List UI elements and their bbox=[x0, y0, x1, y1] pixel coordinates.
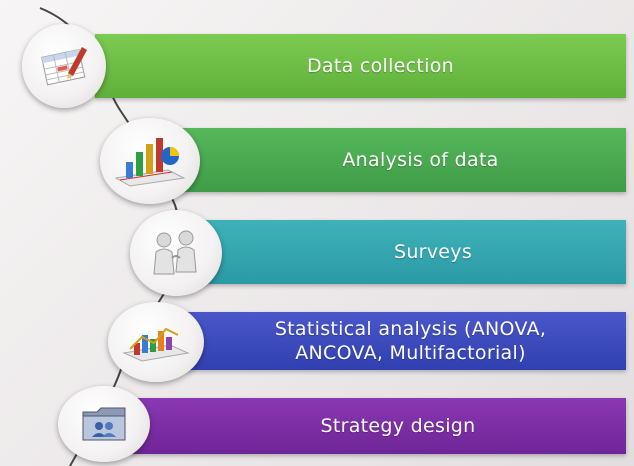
step-circle-statistical-analysis bbox=[108, 302, 204, 382]
step-bar-surveys: Surveys bbox=[200, 220, 626, 284]
people-icon bbox=[153, 230, 197, 275]
step-label-statistical-analysis: Statistical analysis (ANOVA, ANCOVA, Mul… bbox=[274, 318, 547, 364]
folder-contacts-icon bbox=[82, 407, 126, 441]
step-circle-data-collection bbox=[22, 24, 106, 108]
3d-chart-icon bbox=[122, 327, 190, 362]
step-label-data-collection: Data collection bbox=[306, 55, 455, 77]
step-circle-strategy-design bbox=[58, 386, 150, 462]
step-circle-analysis-of-data bbox=[100, 118, 200, 204]
step-circle-surveys bbox=[130, 210, 222, 296]
bar-chart-icon bbox=[114, 138, 186, 187]
step-label-strategy-design: Strategy design bbox=[320, 415, 476, 437]
step-bar-data-collection: Data collection bbox=[95, 34, 626, 98]
step-bar-analysis-of-data: Analysis of data bbox=[175, 128, 626, 192]
step-bar-statistical-analysis: Statistical analysis (ANOVA, ANCOVA, Mul… bbox=[175, 312, 626, 370]
step-bar-strategy-design: Strategy design bbox=[130, 398, 626, 454]
step-label-surveys: Surveys bbox=[393, 241, 473, 263]
step-label-analysis-of-data: Analysis of data bbox=[342, 149, 499, 171]
spreadsheet-pencil-icon bbox=[41, 47, 87, 86]
